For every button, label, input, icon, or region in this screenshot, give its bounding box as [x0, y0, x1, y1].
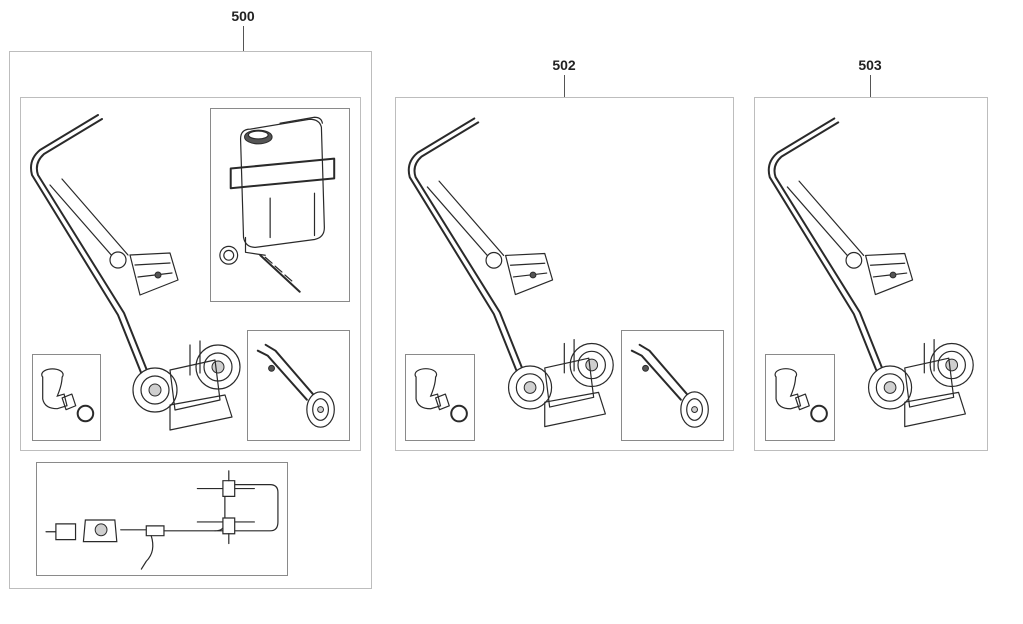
- label-502: 502: [552, 57, 576, 73]
- cart-503: [758, 107, 983, 443]
- label-500: 500: [231, 8, 255, 24]
- handle-cart-icon: [398, 107, 623, 443]
- elbow-panel-501: [32, 354, 101, 441]
- label-503: 503: [858, 57, 882, 73]
- wheel-arm-icon: [622, 331, 723, 440]
- wheel-arm-panel-502: [621, 330, 724, 441]
- elbow-panel-502: [405, 354, 475, 441]
- elbow-fitting-icon: [33, 355, 100, 440]
- leader-500: [243, 26, 244, 52]
- cart-501: [20, 105, 250, 445]
- hose-panel-400: [36, 462, 288, 576]
- elbow-fitting-icon: [406, 355, 474, 440]
- elbow-fitting-icon: [766, 355, 834, 440]
- cart-502: [398, 107, 623, 443]
- handle-cart-icon: [758, 107, 983, 443]
- leader-503: [870, 75, 871, 97]
- leader-502: [564, 75, 565, 97]
- wheel-arm-icon: [248, 331, 349, 440]
- wheel-arm-panel-501: [247, 330, 350, 441]
- hose-assembly-icon: [37, 463, 287, 575]
- tank-panel-501: [210, 108, 350, 302]
- handle-cart-icon: [20, 105, 250, 445]
- water-tank-icon: [211, 109, 349, 301]
- elbow-panel-503: [765, 354, 835, 441]
